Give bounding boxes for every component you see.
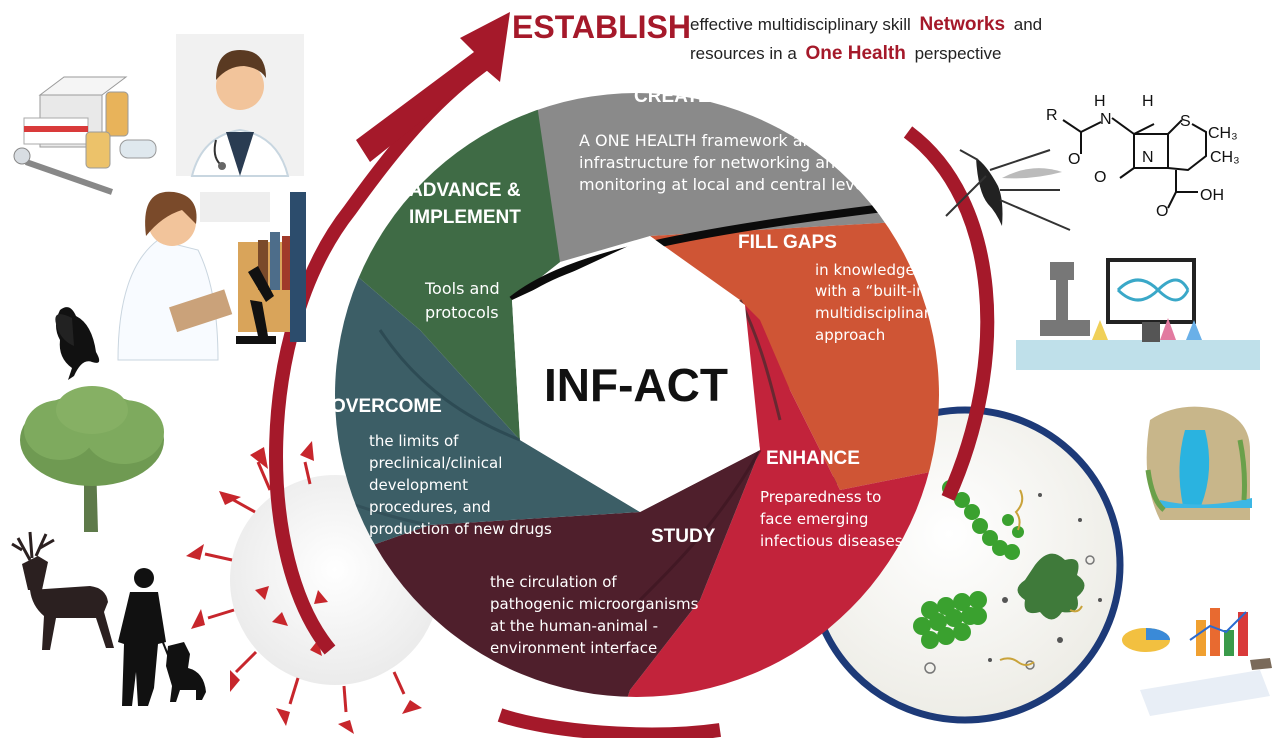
chem-h1-label: H — [1094, 93, 1106, 110]
segment-create-line-2: infrastructure for networking and — [579, 153, 845, 172]
tree-icon — [20, 386, 164, 532]
chem-o1-label: O — [1068, 151, 1080, 168]
segment-advance-title-2: IMPLEMENT — [409, 207, 521, 228]
segment-overcome-line-4: procedures, and — [369, 498, 491, 516]
segment-overcome-line-2: preclinical/clinical — [369, 454, 502, 472]
segment-create-line-3: monitoring at local and central level — [579, 175, 869, 194]
chem-s-label: S — [1180, 113, 1191, 130]
segment-labels: CREATE A ONE HEALTH framework and infras… — [331, 86, 939, 657]
segment-study-line-4: environment interface — [490, 639, 657, 657]
chem-o2-label: O — [1094, 169, 1106, 186]
doctor-illustration — [176, 34, 304, 177]
establish-title: ESTABLISH — [512, 9, 691, 45]
bird-icon — [55, 307, 100, 380]
header-one-health: One Health — [806, 43, 906, 64]
segment-overcome-title: OVERCOME — [331, 396, 442, 417]
arrow-head — [356, 12, 510, 162]
person-with-dog-icon — [118, 568, 206, 706]
microscope-icon — [1040, 262, 1090, 336]
segment-fill-gaps-line-3: multidisciplinary — [815, 304, 939, 322]
lab-scientist-illustration — [117, 191, 306, 361]
svg-text:effective multidisciplinary sk: effective multidisciplinary skill Networ… — [690, 14, 1042, 35]
center-hexagon — [512, 236, 760, 512]
header-line1-suffix: and — [1014, 15, 1042, 34]
header: ESTABLISH effective multidisciplinary sk… — [512, 9, 1042, 64]
segment-create-title: CREATE — [634, 86, 711, 107]
segment-study-line-3: at the human-animal - — [490, 617, 658, 635]
segment-create-line-1: A ONE HEALTH framework and — [579, 131, 823, 150]
deer-icon — [11, 531, 114, 650]
svg-text:resources in a One Healt: resources in a One Health perspective — [690, 43, 1002, 64]
chem-h2-label: H — [1142, 93, 1154, 110]
segment-advance-line-2: protocols — [425, 303, 499, 322]
segment-enhance-line-2: face emerging — [760, 510, 868, 528]
segment-fill-gaps-line-1: in knowledge — [815, 261, 915, 279]
lab-equipment-illustration — [1016, 258, 1260, 370]
amoeba-shape — [1017, 553, 1085, 620]
waterfall-icon — [1145, 406, 1252, 520]
mosquito-icon — [945, 149, 1071, 231]
header-networks: Networks — [920, 14, 1006, 35]
segment-enhance-title: ENHANCE — [766, 448, 860, 469]
chem-o3-label: O — [1156, 203, 1168, 220]
header-line2-prefix: resources in a — [690, 44, 797, 63]
chem-ch3a-label: CH₃ — [1208, 125, 1238, 142]
segment-fill-gaps-line-4: approach — [815, 326, 885, 344]
establish-arrow — [269, 12, 995, 738]
segment-enhance-line-1: Preparedness to — [760, 488, 881, 506]
chem-oh-label: OH — [1200, 187, 1224, 204]
header-line2-suffix: perspective — [915, 44, 1002, 63]
chem-n2-label: N — [1142, 149, 1154, 166]
segment-overcome-line-5: production of new drugs — [369, 520, 552, 538]
segment-overcome-line-3: development — [369, 476, 468, 494]
chem-ch3b-label: CH₃ — [1210, 149, 1240, 166]
center-label: INF-ACT — [544, 359, 728, 411]
segment-fill-gaps-line-2: with a “built-in” — [815, 282, 933, 300]
segment-advance-title-1: ADVANCE & — [409, 180, 521, 201]
segment-fill-gaps-title: FILL GAPS — [738, 232, 837, 253]
microscope-icon — [236, 266, 276, 344]
segment-study-title: STUDY — [651, 526, 716, 547]
chem-n1-label: N — [1100, 111, 1112, 128]
segment-enhance-line-3: infectious diseases — [760, 532, 903, 550]
segment-overcome-line-1: the limits of — [369, 432, 459, 450]
charts-illustration — [1122, 608, 1272, 716]
medicine-box-illustration — [13, 76, 157, 195]
header-line1-prefix: effective multidisciplinary skill — [690, 15, 911, 34]
segment-study-line-2: pathogenic microorganisms — [490, 595, 699, 613]
segment-fill-gaps-shape — [650, 222, 939, 490]
segment-advance-line-1: Tools and — [424, 279, 500, 298]
segment-study-line-1: the circulation of — [490, 573, 617, 591]
segment-overcome-shape — [335, 250, 640, 697]
chem-r-label: R — [1046, 107, 1058, 124]
penicillin-structure: R H N H S CH₃ CH₃ O N O O OH — [1046, 93, 1240, 220]
